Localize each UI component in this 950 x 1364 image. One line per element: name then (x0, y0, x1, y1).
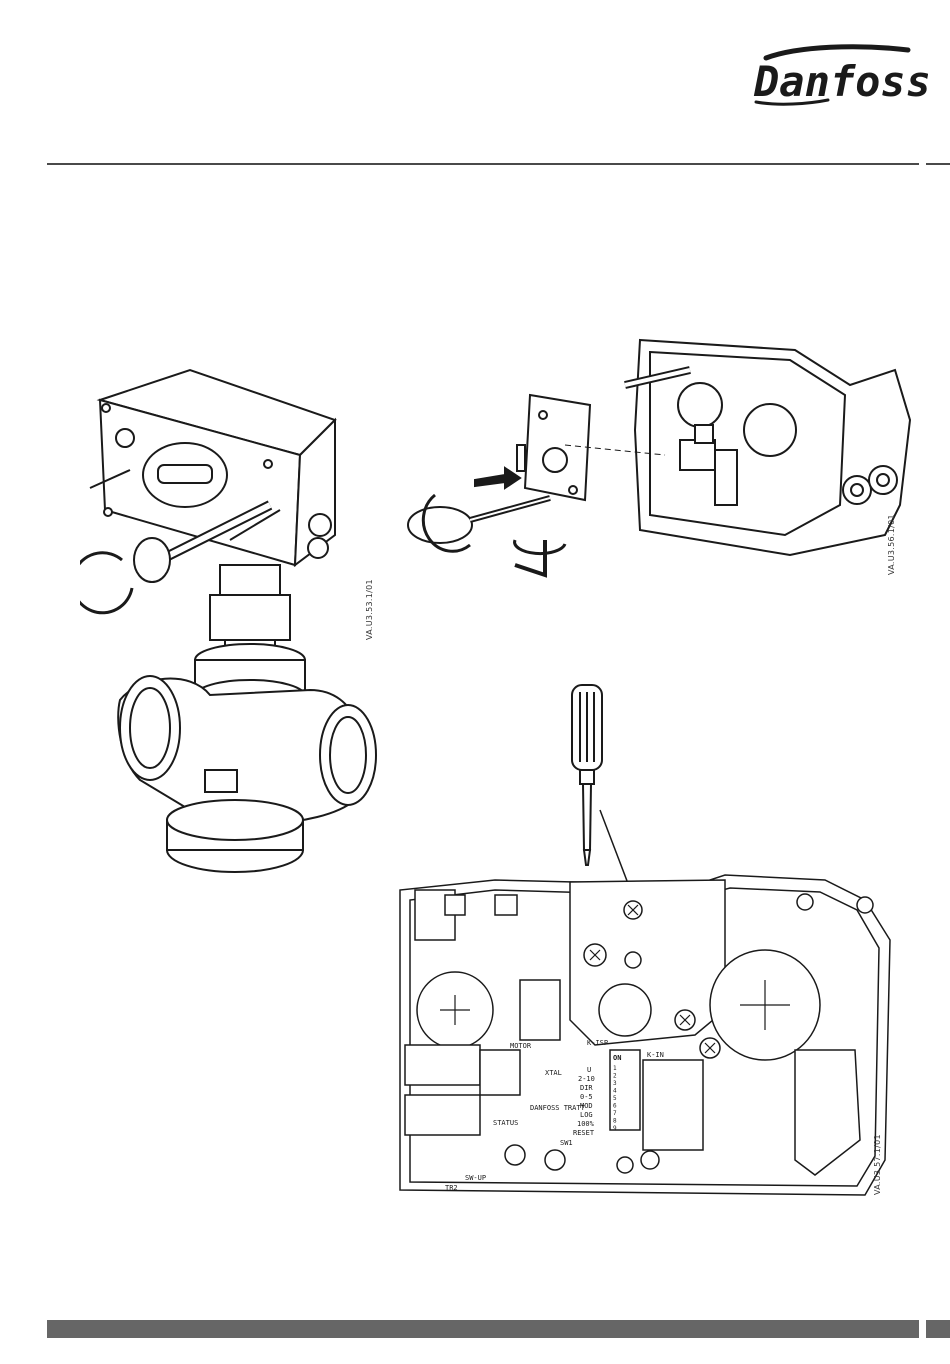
pcb-k-isp: K-ISP (587, 1039, 608, 1047)
pcb-dip-number: 7 (613, 1110, 617, 1117)
pcb-dip-number: 9 (613, 1125, 617, 1132)
actuator-valve-illustration (80, 360, 390, 890)
pcb-layout-illustration: ON U 2-10 DIR 0-5 MOD LOG 100% RESET K-I… (395, 860, 900, 1205)
danfoss-logo: Danfoss (748, 40, 928, 110)
pcb-dip-on: ON (613, 1054, 621, 1062)
pcb-setting-2-10: 2-10 (578, 1075, 595, 1083)
pcb-sw1: SW1 (560, 1139, 573, 1147)
logo-wordmark: Danfoss (753, 57, 928, 106)
pcb-dip-number: 4 (613, 1088, 617, 1095)
pcb-tr2: TR2 (445, 1184, 458, 1192)
pcb-dip-number: 6 (613, 1103, 617, 1110)
pcb-xtal: XTAL (545, 1069, 562, 1077)
pcb-setting-dir: DIR (580, 1084, 593, 1092)
pcb-motor: MOTOR (510, 1042, 532, 1050)
pcb-dip-number: 5 (613, 1095, 617, 1102)
pcb-setting-log: LOG (580, 1111, 593, 1119)
drawing-code-board-removal: VA.U3.56.1/01 (887, 514, 896, 575)
pcb-sw-up: SW-UP (465, 1174, 486, 1182)
board-removal-illustration (395, 330, 920, 600)
footer-bar-stub (926, 1320, 950, 1338)
pcb-setting-100: 100% (577, 1120, 595, 1128)
drawing-code-pcb: VA.U3.57.1/01 (873, 1134, 882, 1195)
pcb-dip-number: 1 (613, 1065, 617, 1072)
header-rule (47, 163, 919, 165)
pcb-status: STATUS (493, 1119, 518, 1127)
pcb-danfoss-block: DANFOSS TRATT (530, 1104, 586, 1112)
pcb-setting-reset: RESET (573, 1129, 595, 1137)
drawing-code-actuator: VA.U3.53.1/01 (365, 579, 374, 640)
header-rule-stub (926, 163, 950, 165)
footer-bar (47, 1320, 919, 1338)
pcb-dip-number: 2 (613, 1073, 617, 1080)
pcb-setting-u: U (587, 1066, 591, 1074)
pcb-dip-number: 8 (613, 1118, 617, 1125)
pcb-setting-0-5: 0-5 (580, 1093, 593, 1101)
pcb-k-in: K-IN (647, 1051, 664, 1059)
pcb-dip-number: 3 (613, 1080, 617, 1087)
